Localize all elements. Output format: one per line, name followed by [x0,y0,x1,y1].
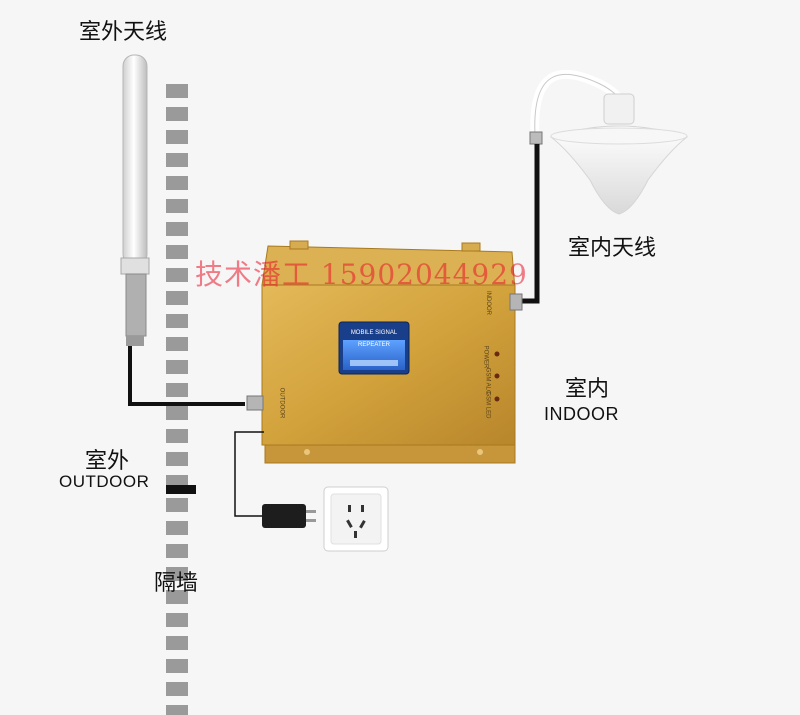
wall-segment [166,705,188,715]
wall-segment [166,314,188,328]
wall-segment [166,383,188,397]
wall-segment [166,429,188,443]
wall-segment [166,406,188,420]
wall-segment [166,452,188,466]
wall-segment [166,636,188,650]
repeater-port-label-indoor: INDOOR [485,291,491,315]
outdoor-label-zh: 室外 [85,443,129,475]
wall-segment [166,153,188,167]
indoor-label-zh: 室内 [565,371,609,403]
wall-segment [166,222,188,236]
wall-segment [166,544,188,558]
indoor-antenna-graphic [530,74,687,214]
repeater-panel-title: MOBILE SIGNAL REPEATER [341,327,407,339]
wall-segment [166,107,188,121]
wall-segment [166,682,188,696]
wall-column [166,84,188,715]
wall-segment [166,245,188,259]
wall-segment [166,176,188,190]
wall-segment [166,199,188,213]
power-adapter [262,504,316,528]
power-cable [235,432,264,516]
outdoor-label-en: OUTDOOR [59,472,149,492]
wall-segment [166,613,188,627]
repeater-led-label-1: POWER [482,346,488,369]
indoor-label-en: INDOOR [544,404,619,425]
wall-segment [166,498,188,512]
repeater-led-label-2: GSM ALC [484,368,490,395]
wall-segment [166,291,188,305]
wall-label: 隔墙 [154,565,198,597]
indoor-antenna-label: 室内天线 [568,230,656,262]
outdoor-antenna-label: 室外天线 [79,14,167,46]
wall-socket [324,487,388,551]
wall-marker [166,485,196,494]
wall-segment [166,360,188,374]
wall-segment [166,521,188,535]
wall-segment [166,659,188,673]
repeater-led-label-3: GSM LED [485,391,491,418]
wall-segment [166,84,188,98]
wall-segment [166,337,188,351]
outdoor-antenna-graphic [121,55,149,346]
watermark-text: 技术潘工 15902044929 [195,253,528,293]
wall-segment [166,268,188,282]
repeater-port-label-outdoor: OUTDOOR [278,388,284,419]
wall-segment [166,130,188,144]
